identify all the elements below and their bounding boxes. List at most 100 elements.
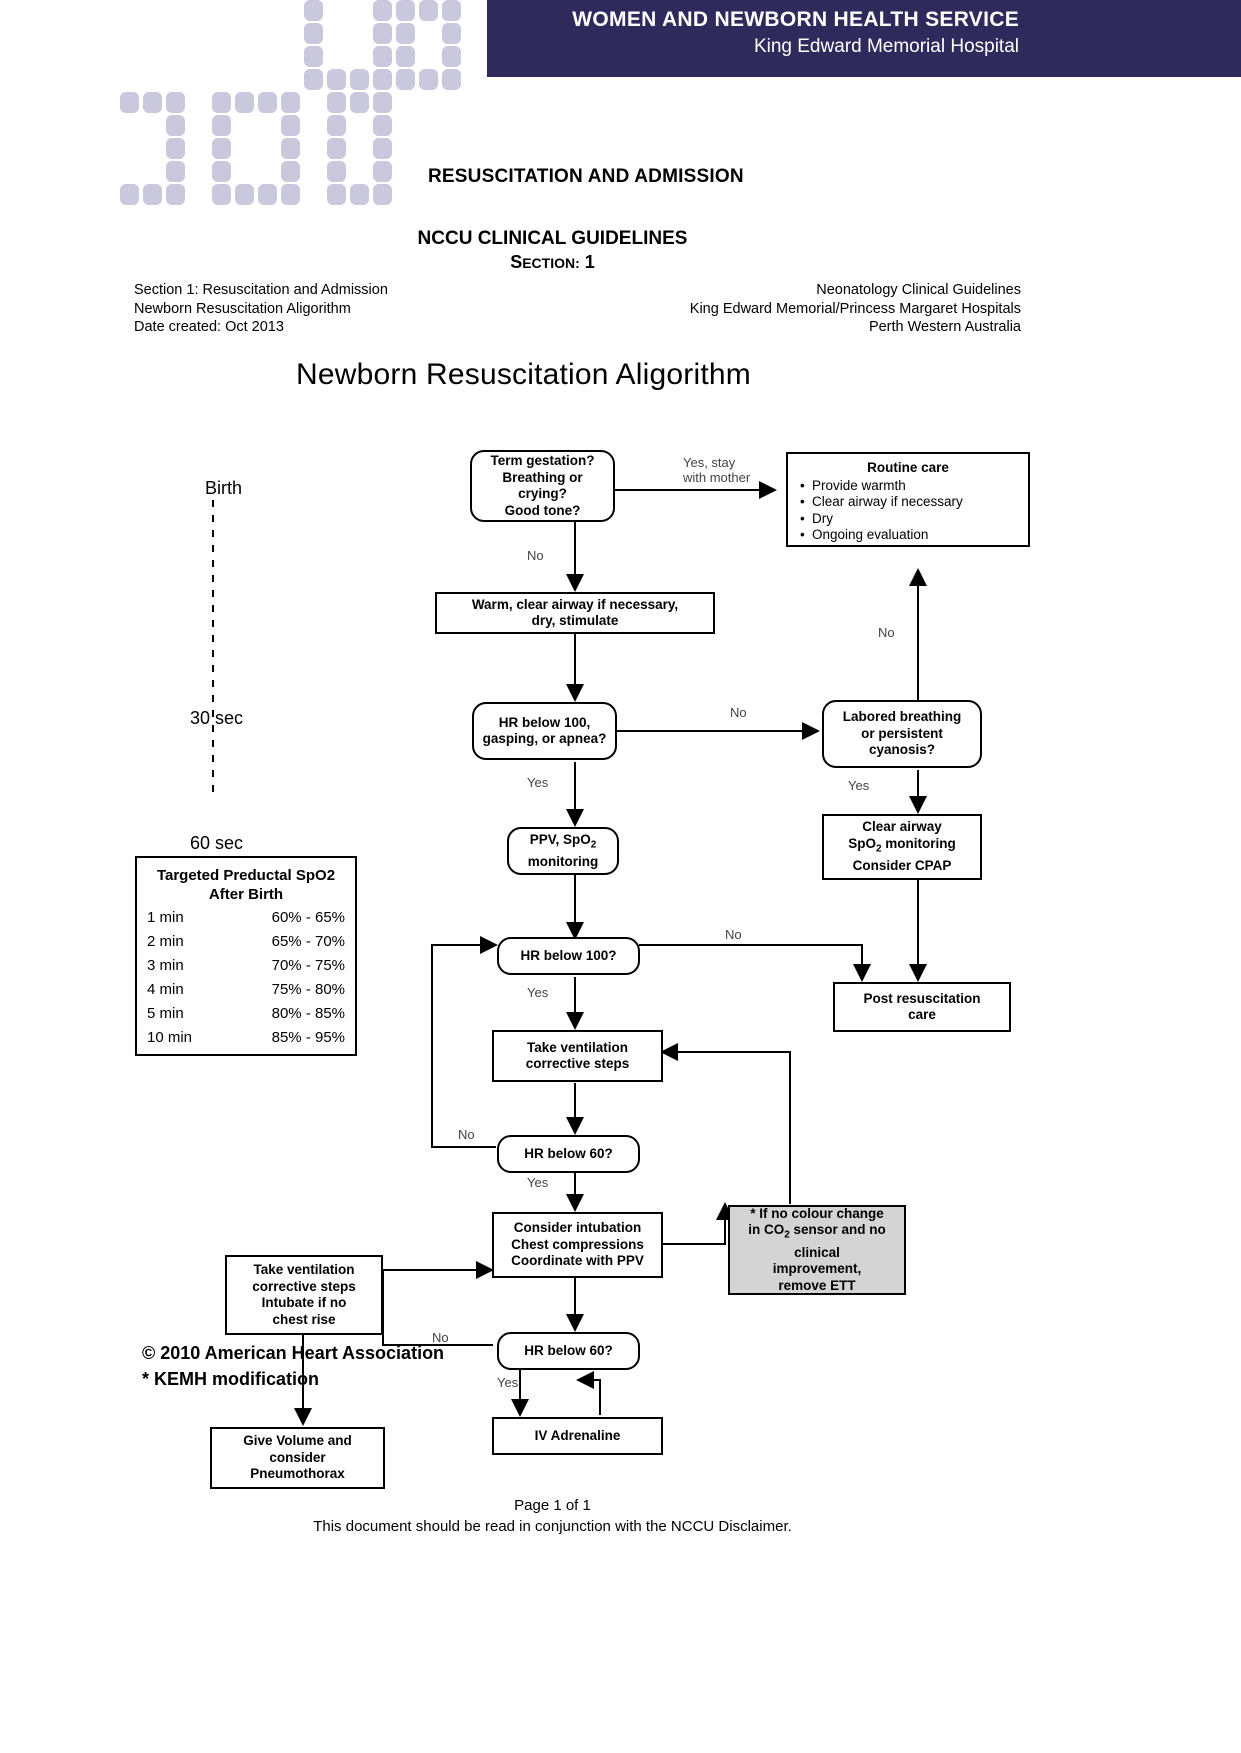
logo-pixel <box>396 23 415 44</box>
logo-pixel <box>304 46 323 67</box>
logo-pixel <box>212 115 231 136</box>
logo-pixel <box>327 92 346 113</box>
yes-stay-l1: Yes, stay <box>683 455 736 470</box>
node-hr-below-60-a[interactable]: HR below 60? <box>497 1135 640 1173</box>
logo-pixel <box>442 46 461 67</box>
spo2-rows: 1 min 60% - 65% 2 min 65% - 70% 3 min 70… <box>147 906 345 1050</box>
logo-pixel <box>281 115 300 136</box>
node-warm-clear-airway[interactable]: Warm, clear airway if necessary, dry, st… <box>435 592 715 634</box>
logo-pixel <box>258 184 277 205</box>
meta-right-line2: King Edward Memorial/Princess Margaret H… <box>689 300 1021 317</box>
edge-yes-ppv: Yes <box>527 775 549 790</box>
spo2-title-line2: After Birth <box>208 886 284 903</box>
edge-yes-labored: Yes <box>848 778 870 793</box>
logo-pixel <box>212 161 231 182</box>
take-vent-line2: corrective steps <box>525 1056 630 1071</box>
clear-airway-monitoring: monitoring <box>881 835 956 851</box>
routine-care-item: Ongoing evaluation <box>800 527 1018 544</box>
logo-pixel <box>166 161 185 182</box>
logo-pixel <box>235 92 254 113</box>
logo-pixel <box>166 115 185 136</box>
term-gestation-line3: Good tone? <box>504 502 581 518</box>
logo-pixel <box>281 161 300 182</box>
section-cap: S <box>510 252 523 272</box>
logo-pixel <box>327 184 346 205</box>
edge-yes-hr60b: Yes <box>497 1375 519 1390</box>
node-iv-adrenaline[interactable]: IV Adrenaline <box>492 1417 663 1455</box>
node-post-resuscitation-care[interactable]: Post resuscitation care <box>833 982 1011 1032</box>
node-consider-intubation[interactable]: Consider intubation Chest compressions C… <box>492 1212 663 1278</box>
logo-pixel <box>373 138 392 159</box>
logo-pixel <box>350 184 369 205</box>
routine-care-list: Provide warmth Clear airway if necessary… <box>798 478 1018 544</box>
clear-airway-spo2: SpO <box>848 835 876 851</box>
logo-pixel <box>327 161 346 182</box>
take-vent-int-line1: Take ventilation <box>253 1262 355 1277</box>
logo-pixel <box>373 46 392 67</box>
take-vent-int-line3: Intubate if no <box>261 1295 347 1310</box>
edge-yes-stay-with-mother: Yes, stay with mother <box>683 455 750 485</box>
page-title: RESUSCITATION AND ADMISSION <box>428 166 744 187</box>
consider-intubation-line3: Coordinate with PPV <box>511 1253 644 1269</box>
warm-clear-line1: Warm, clear airway if necessary, <box>471 596 679 612</box>
node-take-ventilation-corrective-steps[interactable]: Take ventilation corrective steps <box>492 1030 663 1082</box>
meta-right-line1: Neonatology Clinical Guidelines <box>816 282 1021 298</box>
edge-no-hr60b: No <box>432 1330 449 1345</box>
header-titles: WOMEN AND NEWBORN HEALTH SERVICE King Ed… <box>572 6 1019 60</box>
co2-note-line4: improvement, <box>772 1261 862 1277</box>
section-smallcaps: ECTION: <box>522 255 580 271</box>
logo-pixel <box>281 92 300 113</box>
timeline-60sec: 60 sec <box>190 833 244 853</box>
logo-pixel <box>281 138 300 159</box>
ppv-subscript: 2 <box>590 839 597 851</box>
node-ppv-spo2-monitoring[interactable]: PPV, SpO2 monitoring <box>507 827 619 875</box>
logo-pixel <box>235 184 254 205</box>
node-clear-airway-cpap[interactable]: Clear airway SpO2 monitoring Consider CP… <box>822 814 982 880</box>
routine-care-item: Clear airway if necessary <box>800 494 1018 511</box>
logo-pixel <box>166 184 185 205</box>
logo-pixel <box>396 46 415 67</box>
logo-pixel <box>304 23 323 44</box>
co2-text: in CO <box>748 1222 785 1238</box>
ppv-line1: PPV, SpO2 <box>529 831 597 851</box>
post-resus-line2: care <box>908 1007 936 1022</box>
labored-line1: Labored breathing <box>842 709 962 725</box>
term-gestation-line1: Term gestation? <box>490 453 595 468</box>
labored-line2: or persistent <box>861 725 943 741</box>
spo2-range: 70% - 75% <box>271 957 345 974</box>
ppv-line2: monitoring <box>527 853 599 869</box>
node-hr-below-100[interactable]: HR below 100? <box>497 937 640 975</box>
node-take-ventilation-intubate[interactable]: Take ventilation corrective steps Intuba… <box>225 1255 383 1335</box>
labored-line3: cyanosis? <box>868 742 935 758</box>
node-term-gestation[interactable]: Term gestation? Breathing or crying? Goo… <box>470 450 615 522</box>
table-row: 4 min 75% - 80% <box>147 978 345 1002</box>
ppv-text: PPV, SpO <box>529 831 591 847</box>
clear-airway-line2: SpO2 monitoring <box>848 835 956 855</box>
hr100gasp-line2: gasping, or apnea? <box>482 731 607 746</box>
node-hr-below-60-b[interactable]: HR below 60? <box>497 1332 640 1370</box>
logo-pixel <box>166 138 185 159</box>
edge-no-labored: No <box>730 705 747 720</box>
table-row: 3 min 70% - 75% <box>147 954 345 978</box>
routine-care-header: Routine care <box>867 460 949 475</box>
section-title: SECTION: 1 <box>0 252 1105 273</box>
node-give-volume[interactable]: Give Volume and consider Pneumothorax <box>210 1427 385 1489</box>
logo-pixel <box>373 115 392 136</box>
node-routine-care[interactable]: Routine care Provide warmth Clear airway… <box>786 452 1030 547</box>
spo2-title-line1: Targeted Preductal SpO2 <box>156 867 336 884</box>
node-labored-breathing[interactable]: Labored breathing or persistent cyanosis… <box>822 700 982 768</box>
term-gestation-line2: Breathing or crying? <box>502 469 583 502</box>
table-row: 10 min 85% - 95% <box>147 1026 345 1050</box>
logo-pixel <box>373 184 392 205</box>
logo-pixel <box>373 69 392 90</box>
logo-pixel <box>212 138 231 159</box>
logo-pixel <box>350 92 369 113</box>
routine-care-item: Provide warmth <box>800 478 1018 495</box>
page-number: Page 1 of 1 <box>514 1497 591 1514</box>
node-hr-below-100-gasping[interactable]: HR below 100, gasping, or apnea? <box>472 702 617 760</box>
logo-pixel <box>281 184 300 205</box>
node-co2-sensor-note[interactable]: * If no colour change in CO2 sensor and … <box>728 1205 906 1295</box>
flowchart-title: Newborn Resuscitation Aligorithm <box>296 358 751 391</box>
co2-sensor-text: sensor and no <box>789 1222 886 1238</box>
give-volume-line1: Give Volume and <box>243 1433 352 1449</box>
